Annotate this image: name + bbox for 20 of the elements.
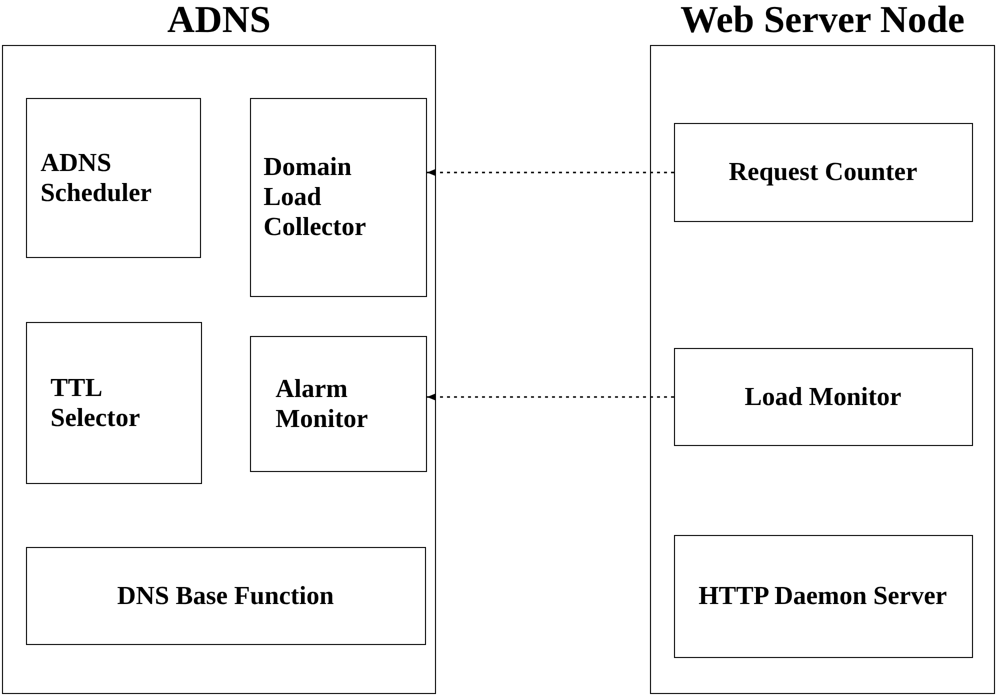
arrow xyxy=(427,394,674,400)
process-box xyxy=(26,322,202,484)
box-label: DNS Base Function xyxy=(117,580,334,610)
group-heading: ADNS xyxy=(167,0,271,41)
box-label: Request Counter xyxy=(728,157,918,187)
process-box xyxy=(674,534,972,658)
process-box xyxy=(26,98,200,258)
process-box xyxy=(674,122,972,222)
process-box xyxy=(674,348,972,446)
process-box xyxy=(250,98,426,296)
arrow xyxy=(427,169,674,176)
box-label: Domain Load Collector xyxy=(264,152,368,242)
box-label: ADNS Scheduler xyxy=(40,148,153,208)
box-label: TTL Selector xyxy=(50,372,142,432)
group-heading: Web Server Node xyxy=(680,0,965,41)
box-label: HTTP Daemon Server xyxy=(698,581,948,611)
box-label: Load Monitor xyxy=(744,382,902,412)
box-label: Alarm Monitor xyxy=(276,374,369,434)
process-box xyxy=(26,546,426,644)
process-box xyxy=(250,336,426,472)
